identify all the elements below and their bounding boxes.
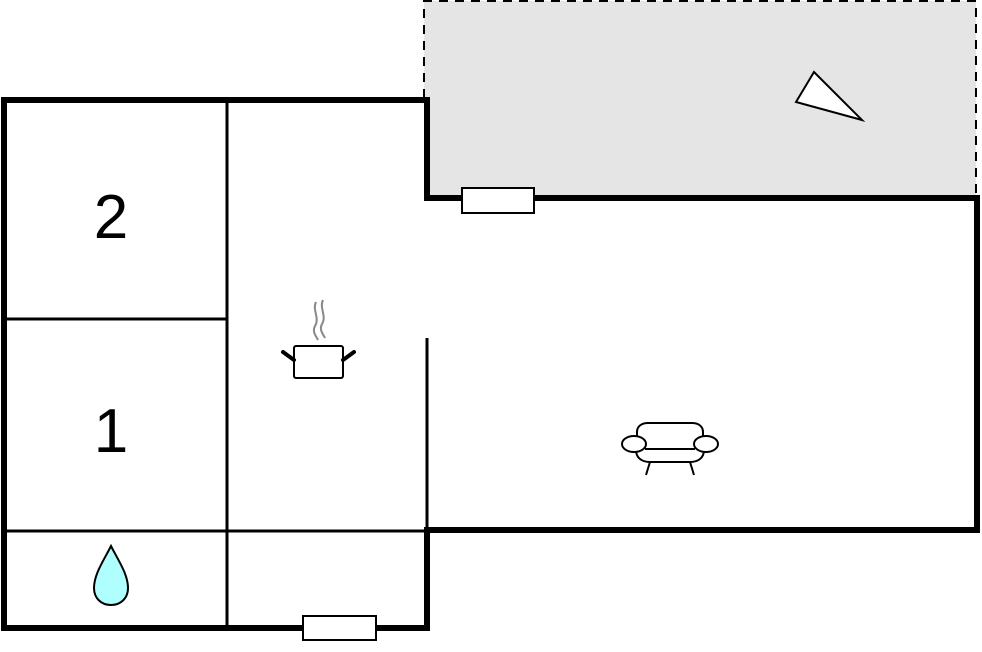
sofa-icon bbox=[621, 422, 719, 476]
compass-arrow-icon bbox=[794, 70, 866, 122]
water-drop-icon bbox=[92, 543, 130, 607]
window-bottom bbox=[302, 615, 377, 641]
room-label-bedroom-2: 2 bbox=[94, 183, 128, 252]
terrace bbox=[423, 0, 977, 198]
room-label-bedroom-1: 1 bbox=[94, 397, 128, 466]
cooking-pot-icon bbox=[281, 299, 356, 379]
interior-walls bbox=[4, 100, 429, 628]
outer-wall bbox=[1, 97, 980, 631]
window-terrace bbox=[461, 187, 535, 214]
